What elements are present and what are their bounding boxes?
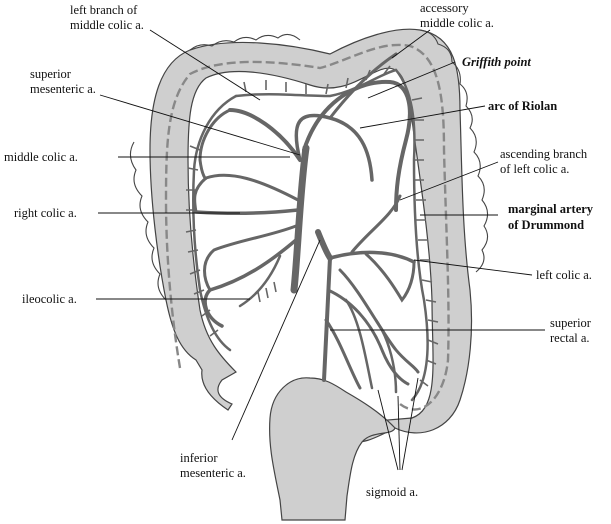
label-sigmoid: sigmoid a. [366, 485, 418, 499]
label-inferior-mesenteric: inferior mesenteric a. [180, 451, 246, 480]
haustra-outline [129, 29, 489, 301]
colon-body [149, 28, 473, 443]
superior-mesenteric-trunk [290, 144, 310, 294]
colon [129, 28, 489, 521]
label-griffith-point: Griffith point [462, 55, 531, 69]
sigmoid-artery-2 [338, 268, 420, 374]
leader-sigmoid-1 [377, 389, 399, 471]
right-colic-arcade [193, 173, 300, 214]
label-ascending-branch-left-colic: ascending branch of left colic a. [500, 147, 590, 176]
right-arcade-upper [198, 108, 232, 180]
ileocolic-artery [203, 238, 298, 328]
marginal-artery-left [394, 68, 429, 402]
label-middle-colic: middle colic a. [4, 150, 78, 164]
leader-sigmoid-3 [401, 377, 419, 471]
leader-ascending-branch [399, 161, 499, 201]
label-arc-of-riolan: arc of Riolan [488, 99, 557, 113]
label-superior-mesenteric: superior mesenteric a. [30, 67, 96, 96]
labels: left branch of middle colic a. accessory… [4, 1, 596, 499]
label-right-colic: right colic a. [14, 206, 77, 220]
leader-left-branch [149, 29, 261, 101]
sigmoid-artery-3 [324, 318, 362, 390]
arteries [192, 52, 429, 402]
taenia-coli [164, 43, 450, 411]
label-left-branch-middle-colic: left branch of middle colic a. [70, 3, 144, 32]
sigmoid-arcade [344, 298, 398, 394]
sigmoid-rectum [269, 377, 396, 521]
marginal-artery-top [234, 68, 398, 98]
label-accessory-middle-colic: accessory middle colic a. [420, 1, 494, 30]
ascending-branch-left-colic [350, 194, 402, 254]
leader-sigmoid-2 [397, 395, 401, 471]
vasa-recta [185, 65, 439, 387]
accessory-middle-colic [328, 52, 398, 120]
leader-accessory [391, 29, 431, 59]
middle-colic-artery [228, 108, 302, 162]
left-colic-artery [328, 250, 416, 264]
inferior-mesenteric-trunk [315, 229, 333, 261]
leader-griffith [367, 61, 456, 99]
leader-inferior-mesenteric [231, 239, 321, 441]
left-colic-descending-arcade [364, 252, 416, 303]
leader-superior-mesenteric [99, 94, 301, 156]
leader-riolan [359, 105, 486, 129]
leader-left-colic [413, 259, 533, 276]
arc-of-riolan [302, 79, 412, 212]
leader-lines [96, 29, 545, 471]
label-marginal-artery: marginal artery of Drummond [508, 202, 596, 232]
ileocolic-lower-branch [238, 254, 282, 308]
label-left-colic: left colic a. [536, 268, 592, 282]
label-ileocolic: ileocolic a. [22, 292, 77, 306]
label-superior-rectal: superior rectal a. [550, 316, 594, 345]
ileocolic-arcade [203, 224, 298, 292]
